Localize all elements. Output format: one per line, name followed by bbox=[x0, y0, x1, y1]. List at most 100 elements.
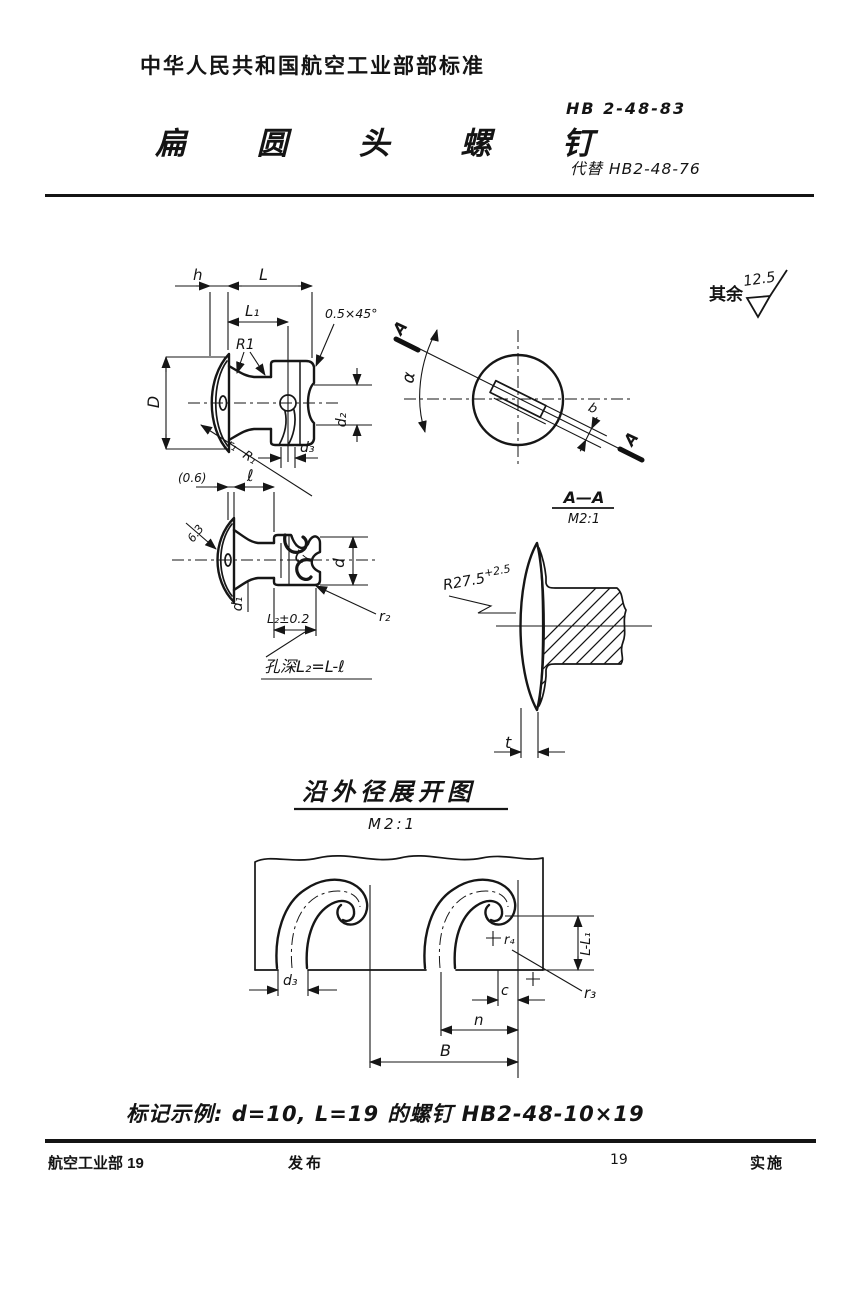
document-title: 扁 圆 头 螺 钉 bbox=[155, 126, 624, 162]
section-label-A-top: A bbox=[388, 317, 412, 340]
dim-h-L: h L bbox=[175, 265, 313, 358]
head-slot-edge bbox=[224, 553, 232, 567]
dim-lines bbox=[165, 356, 226, 450]
header-divider bbox=[45, 194, 814, 197]
leader bbox=[315, 323, 335, 367]
slot-connect-curve bbox=[295, 551, 303, 563]
helical-slot-curves bbox=[278, 409, 296, 446]
R1b-label: R₁ bbox=[240, 447, 260, 467]
roughness-check-icon bbox=[745, 294, 772, 319]
head-inner-arc bbox=[214, 360, 228, 446]
roughness-63-label: 6.3 bbox=[184, 522, 206, 545]
dim-LL1-label: L-L₁ bbox=[579, 932, 594, 955]
replaces-note: 代替 HB2-48-76 bbox=[570, 160, 701, 178]
radius-r4-callout: r₄ bbox=[486, 931, 515, 948]
dim-lines bbox=[314, 384, 372, 426]
hidden-lines bbox=[280, 535, 290, 585]
hole-depth-label: 孔深L₂=L-ℓ bbox=[264, 657, 345, 676]
dim-b-lines bbox=[539, 405, 608, 452]
section-line-A-A bbox=[409, 343, 629, 454]
dim-D: D bbox=[144, 356, 226, 450]
dim-d3: d₃ bbox=[258, 440, 318, 468]
hole-depth-note: 孔深L₂=L-ℓ bbox=[261, 631, 372, 680]
dim-d3-label: d₃ bbox=[283, 973, 298, 989]
dim-d3-dev: d₃ bbox=[249, 970, 337, 996]
dim-gap-label: (0.6) bbox=[178, 471, 206, 485]
slot-centerline bbox=[291, 534, 312, 561]
footer-page-number: 19 bbox=[610, 1152, 628, 1168]
surface-prefix-label: 其余 bbox=[709, 284, 744, 305]
slot-far-edge bbox=[493, 397, 547, 425]
dim-D-label: D bbox=[144, 396, 163, 408]
r4-label: r₄ bbox=[504, 933, 515, 948]
dim-c: c bbox=[472, 970, 545, 1006]
R1-label: R1 bbox=[236, 337, 255, 353]
dim-lines bbox=[440, 972, 518, 1036]
dim-b-label: b bbox=[586, 400, 600, 417]
fig-top-view: A A α b bbox=[388, 317, 645, 466]
section-arrow-stroke bbox=[393, 336, 421, 353]
dim-t-label: t bbox=[505, 733, 512, 752]
arc-arrow bbox=[429, 329, 439, 342]
hatch-pattern bbox=[539, 548, 626, 706]
radius-value: R27.5 bbox=[442, 571, 487, 594]
radius-r3-callout: r₃ bbox=[511, 949, 596, 1002]
pitch-extension-lines bbox=[369, 880, 519, 1078]
neck-profile bbox=[227, 364, 273, 442]
leader-zigzag bbox=[448, 595, 516, 614]
dim-B: B bbox=[369, 1041, 519, 1067]
dim-L-label: L bbox=[259, 265, 268, 284]
dim-c-label: c bbox=[501, 983, 509, 999]
r3-label: r₃ bbox=[584, 984, 596, 1002]
fig-section-A-A: A—A M2:1 R27.5+2.5 t bbox=[441, 488, 652, 758]
dim-d3-label: d₃ bbox=[300, 440, 315, 456]
dim-n: n bbox=[440, 972, 519, 1036]
left-slot-centerline bbox=[290, 890, 361, 969]
right-slot-outer-curve bbox=[423, 878, 517, 970]
fig-slot-view: 6.3 (0.6) ℓ d₁ d L₂±0.2 r₂ bbox=[172, 466, 391, 680]
radius-tolerance: +2.5 bbox=[483, 562, 512, 579]
surface-roughness-note: 其余 12.5 bbox=[709, 269, 788, 319]
leader bbox=[315, 585, 377, 615]
dim-B-label: B bbox=[440, 1041, 451, 1060]
arc-arrow bbox=[417, 420, 427, 433]
angle-arc bbox=[419, 329, 438, 433]
neck-profile bbox=[232, 528, 276, 592]
fillet-R1-callout: R1 bbox=[236, 337, 266, 376]
dim-lines bbox=[520, 708, 539, 758]
slot-lower-curl bbox=[295, 558, 313, 581]
slot-outline bbox=[489, 379, 547, 419]
roughness-check-tail bbox=[769, 269, 788, 297]
radius-label: R27.5+2.5 bbox=[441, 562, 513, 594]
radius-R27-callout: R27.5+2.5 bbox=[441, 562, 516, 614]
screw-head-outline bbox=[216, 516, 236, 604]
section-body-outline bbox=[538, 547, 627, 707]
plate-outline bbox=[254, 855, 544, 971]
leader bbox=[236, 351, 245, 374]
chamfer-label: 0.5×45° bbox=[325, 306, 378, 321]
leader bbox=[200, 424, 313, 497]
roughness-63-callout: 6.3 bbox=[184, 522, 217, 550]
radius-r2-callout: r₂ bbox=[315, 585, 391, 625]
footer-issuing-org: 航空工业部 19 bbox=[48, 1155, 144, 1172]
chamfer-callout: 0.5×45° bbox=[315, 306, 378, 367]
dim-L2-label: L₂±0.2 bbox=[267, 611, 309, 626]
dim-h-label: h bbox=[193, 266, 203, 284]
note-underline-leader bbox=[261, 631, 372, 680]
arrow bbox=[576, 439, 587, 452]
dim-lines bbox=[175, 285, 313, 358]
screw-head-outline bbox=[210, 352, 231, 454]
dim-L1: L₁ bbox=[227, 302, 289, 327]
hatch-lines bbox=[539, 548, 626, 706]
dim-L1-label: L₁ bbox=[245, 302, 259, 320]
right-slot-centerline bbox=[438, 890, 509, 969]
footer-publish-label: 发布 bbox=[288, 1155, 325, 1172]
center-cross bbox=[486, 931, 501, 946]
dim-L-L1: L-L₁ bbox=[505, 915, 594, 971]
dim-d2: d₂ bbox=[314, 368, 372, 442]
cap-outline bbox=[269, 359, 316, 447]
head-slot-edge bbox=[218, 395, 228, 411]
dim-gap-l: (0.6) ℓ bbox=[178, 466, 275, 638]
right-slot-inner-curve bbox=[453, 899, 504, 970]
